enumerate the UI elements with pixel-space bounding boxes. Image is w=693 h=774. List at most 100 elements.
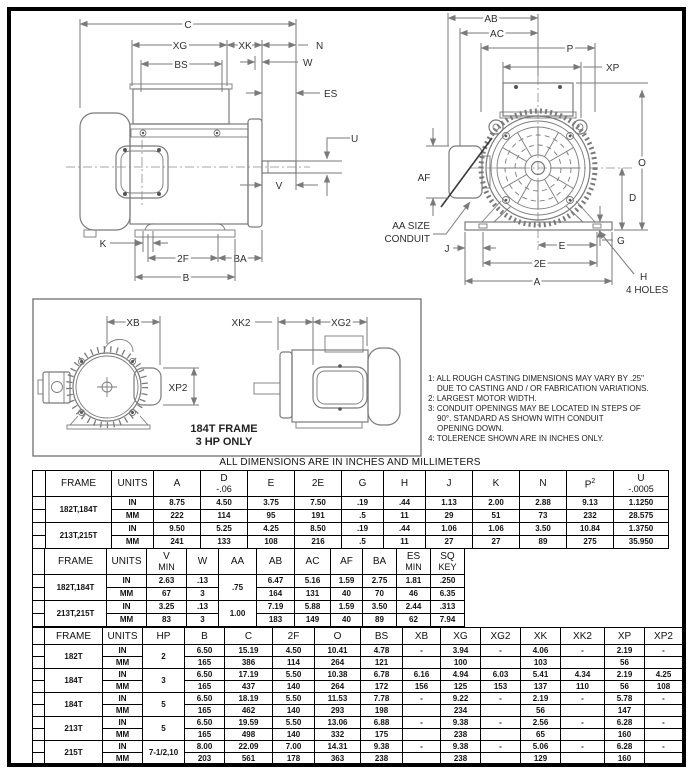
column-header: UNITS: [106, 548, 147, 575]
table-cell: 332: [314, 728, 361, 741]
table-cell: 4.78: [360, 644, 403, 657]
table-cell: [402, 752, 441, 765]
column-header: XP2: [644, 627, 683, 645]
column-header: 2E: [294, 470, 342, 497]
table-cell: 6.88: [360, 716, 403, 729]
dim-label-o: O: [638, 158, 646, 169]
table-cell: [32, 522, 46, 536]
table-cell: .250: [430, 574, 465, 588]
table-cell: 4.06: [520, 644, 561, 657]
column-header: XK: [520, 627, 561, 645]
table-cell: 3.94: [440, 644, 481, 657]
table-cell: 35.950: [613, 535, 669, 549]
dim-label-ab: AB: [484, 14, 498, 25]
table-cell: -: [644, 692, 683, 705]
table-cell: 149: [294, 613, 331, 627]
table-cell: 9.38: [360, 740, 403, 753]
table-cell: [644, 752, 683, 765]
table-cell: MM: [111, 535, 154, 549]
table-cell: 11: [383, 509, 426, 523]
column-header: J: [425, 470, 473, 497]
column-header: AF: [330, 548, 363, 575]
table-cell: IN: [111, 496, 154, 510]
table-cell: 4.25: [247, 522, 295, 536]
table-cell: 241: [153, 535, 201, 549]
table-cell: 17.19: [224, 668, 273, 681]
column-header: W: [186, 548, 219, 575]
table-cell: 13.06: [314, 716, 361, 729]
note-line: 90°. STANDARD AS SHOWN WITH CONDUIT: [437, 414, 604, 423]
table-cell: 110: [560, 680, 605, 693]
table-cell: [32, 728, 45, 741]
table-cell: [32, 509, 46, 523]
table-cell: -: [402, 692, 441, 705]
column-header: AB: [256, 548, 295, 575]
table-cell: 3.50: [362, 600, 397, 614]
table-cell: 4.34: [560, 668, 605, 681]
column-header: [32, 548, 45, 575]
table-cell: 9.38: [440, 716, 481, 729]
table-cell: -: [644, 716, 683, 729]
table-cell: 6.28: [604, 740, 645, 753]
table-cell: 198: [360, 704, 403, 717]
table-cell: -: [402, 716, 441, 729]
table-cell: 62: [396, 613, 431, 627]
table-cell: 22.09: [224, 740, 273, 753]
table-cell: MM: [102, 752, 143, 765]
table-cell: 7.94: [430, 613, 465, 627]
dim-label-j: J: [445, 244, 450, 255]
table-cell: 5.88: [294, 600, 331, 614]
dim-label-g: G: [617, 236, 625, 247]
table-cell: .13: [186, 600, 219, 614]
table-cell: [402, 656, 441, 669]
table-cell: -: [402, 644, 441, 657]
table-cell: 28.575: [613, 509, 669, 523]
table-cell: 4.50: [200, 496, 248, 510]
table-cell: 5: [142, 692, 185, 717]
column-header: C: [224, 627, 273, 645]
table-cell: 183: [256, 613, 295, 627]
table-cell: 2.19: [604, 644, 645, 657]
dim-label-2f: 2F: [177, 254, 189, 265]
table-cell: IN: [106, 600, 147, 614]
dim-label-bs: BS: [174, 60, 188, 71]
table-cell: [32, 574, 45, 588]
column-header: G: [341, 470, 384, 497]
dim-label-w: W: [303, 58, 313, 69]
table-cell: -: [644, 644, 683, 657]
column-header: B: [184, 627, 225, 645]
table-cell: 6.50: [184, 668, 225, 681]
table-cell: [560, 728, 605, 741]
dim-label-b: B: [183, 273, 190, 284]
table-cell: 89: [362, 613, 397, 627]
table-cell: 1.59: [330, 574, 363, 588]
table-cell: -: [480, 644, 521, 657]
column-header: FRAME: [44, 548, 107, 575]
dim-label-n: N: [316, 41, 323, 52]
table-cell: 165: [184, 656, 225, 669]
note-line: OPENING DOWN.: [437, 424, 504, 433]
table-cell: 216: [294, 535, 342, 549]
table-cell: 238: [360, 752, 403, 765]
table-cell: 9.22: [440, 692, 481, 705]
dim-label-v: V: [276, 181, 283, 192]
dim-label-xk2: XK2: [232, 318, 251, 329]
table-cell: IN: [102, 716, 143, 729]
table-cell: 147: [604, 704, 645, 717]
table-cell: 203: [184, 752, 225, 765]
table-cell: 5.25: [200, 522, 248, 536]
table-cell: 386: [224, 656, 273, 669]
table-cell: [480, 704, 521, 717]
dim-label-xb: XB: [126, 318, 140, 329]
table-cell: [32, 644, 45, 657]
table-cell: 5.50: [272, 692, 315, 705]
dimensions-title: ALL DIMENSIONS ARE IN INCHES AND MILLIME…: [219, 457, 481, 468]
